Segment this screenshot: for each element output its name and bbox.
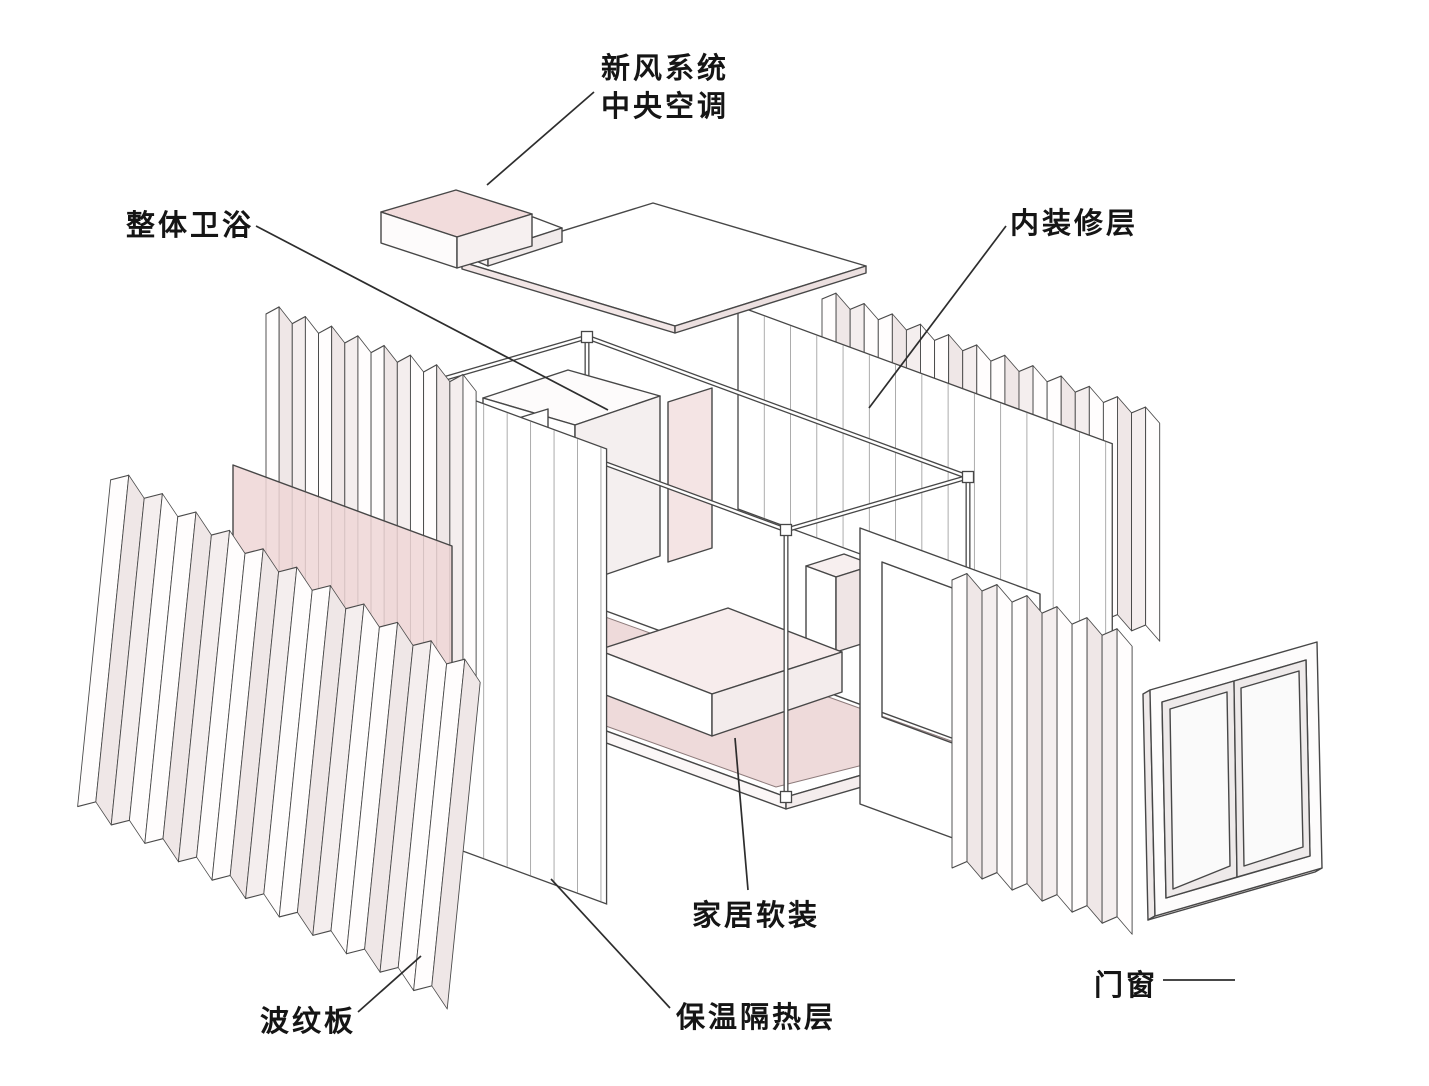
frame-beam: [784, 475, 970, 532]
leader-insulation: [550, 878, 671, 1009]
corrugation-face: [996, 584, 1013, 891]
label-corrugated: 波纹板: [260, 1006, 357, 1038]
corrugation-face: [1117, 396, 1133, 632]
window-glass-right: [1240, 670, 1304, 867]
corner-casting: [961, 470, 975, 484]
label-hvac-line2: 中央空调: [601, 91, 730, 123]
corrugated-panel-left-lower: [77, 474, 481, 1010]
label-hvac-line1: 新风系统: [601, 53, 730, 85]
corner-casting: [779, 523, 793, 537]
corrugation-face: [966, 572, 983, 880]
corrugation-face: [981, 584, 998, 880]
corrugation-face: [1101, 628, 1118, 924]
corrugation-face: [1145, 406, 1161, 642]
roof-edge-right: [674, 265, 867, 334]
corrugation-face: [1026, 595, 1043, 902]
corrugation-face: [1086, 617, 1103, 924]
leader-bathroom: [255, 225, 609, 411]
corrugation-face: [1131, 406, 1147, 632]
corrugation-face: [1056, 606, 1073, 913]
label-insulation: 保温隔热层: [676, 1002, 837, 1034]
label-doors-windows: 门窗: [1094, 970, 1159, 1002]
window-assembly: [1142, 641, 1323, 921]
corner-casting: [779, 790, 793, 804]
mattress-side: [711, 651, 843, 737]
hvac-side-face: [456, 213, 533, 269]
corrugation-face: [1011, 595, 1028, 891]
interior-partition-panel: [667, 387, 713, 563]
corrugation-face: [951, 572, 968, 869]
label-soft-furnishing: 家居软装: [692, 900, 821, 932]
leader-soft-furnishing: [734, 737, 749, 891]
label-bathroom: 整体卫浴: [126, 210, 255, 242]
corner-casting: [580, 330, 594, 344]
corrugation-face: [431, 658, 481, 1010]
corrugation-face: [1041, 606, 1058, 902]
hvac-unit: [380, 189, 563, 269]
leader-corrugated: [357, 955, 422, 1013]
label-interior-finish: 内装修层: [1010, 208, 1139, 240]
leader-interior-finish: [868, 225, 1007, 409]
corrugated-panel-right-front: [951, 572, 1133, 935]
corrugation-face: [1071, 617, 1088, 913]
corrugation-face: [1116, 628, 1133, 935]
frame-beam: [585, 335, 970, 479]
label-hvac: 新风系统 中央空调: [601, 50, 729, 126]
window-glass-left: [1169, 691, 1231, 890]
leader-hvac: [486, 91, 595, 186]
leader-lines: [255, 91, 1235, 1013]
